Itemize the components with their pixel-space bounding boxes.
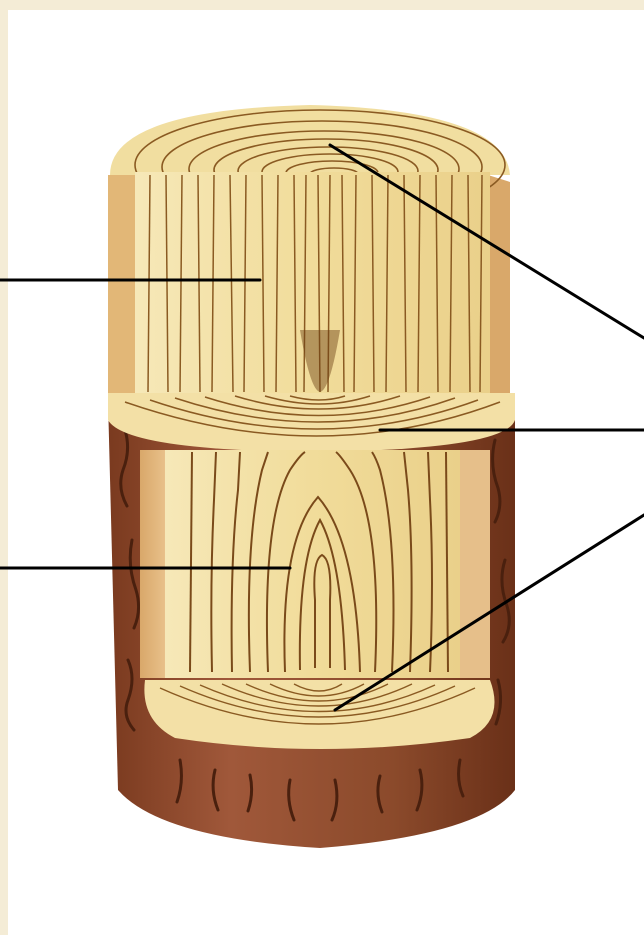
bottom-cross-section [144, 680, 494, 749]
tangential-section [165, 450, 460, 678]
middle-cross-section [108, 393, 515, 452]
radial-section [135, 172, 490, 394]
